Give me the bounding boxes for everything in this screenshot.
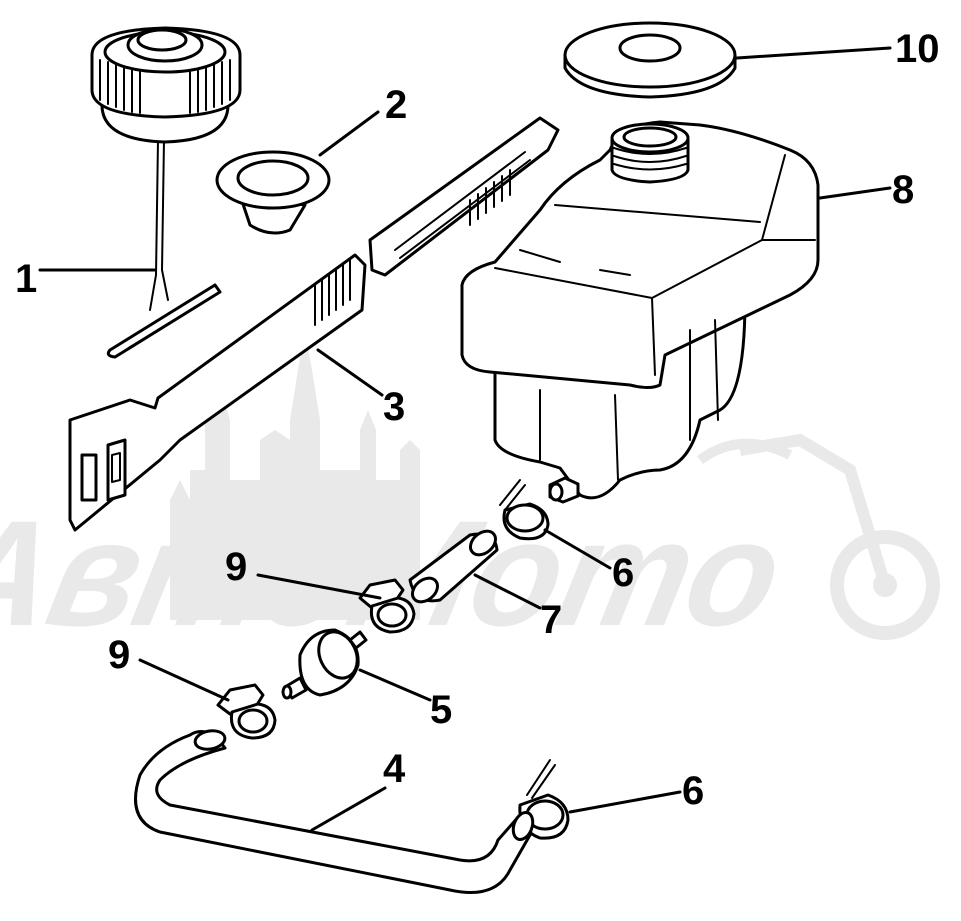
leader-8 [818, 186, 892, 200]
leader-9b [138, 658, 230, 702]
leader-5 [358, 668, 432, 702]
part-grommet [215, 150, 331, 235]
label-9b: 9 [108, 633, 130, 677]
watermark-skyline [170, 330, 420, 620]
label-2: 2 [385, 83, 407, 127]
leader-lines [38, 46, 892, 832]
part-hose-clamp-upper [499, 479, 550, 541]
label-10: 10 [895, 27, 940, 71]
part-spring-clamp-upper [358, 578, 416, 634]
leader-4 [310, 786, 387, 832]
part-labels: 1 2 3 4 5 6 6 7 8 9 9 10 [15, 27, 940, 813]
leader-6a [543, 528, 612, 570]
leader-3 [316, 348, 384, 397]
leader-7 [473, 573, 542, 610]
label-4: 4 [383, 747, 406, 791]
label-6b: 6 [682, 769, 704, 813]
part-fuel-cap-dipstick [90, 26, 242, 359]
label-5: 5 [430, 688, 452, 732]
label-8: 8 [892, 168, 914, 212]
label-3: 3 [383, 385, 405, 429]
leader-10 [735, 46, 892, 60]
part-hose-long [134, 729, 535, 894]
part-fuel-filter [281, 628, 368, 700]
label-9a: 9 [225, 545, 247, 589]
label-1: 1 [15, 257, 37, 301]
watermark: АвтоМото [0, 330, 940, 658]
label-6a: 6 [612, 551, 634, 595]
leader-9a [256, 573, 382, 600]
leader-2 [318, 110, 380, 157]
part-strap [68, 116, 560, 532]
watermark-motorcycle [697, 433, 940, 640]
leader-6b [568, 790, 682, 814]
part-hose-short [408, 529, 499, 604]
part-fuel-tank [460, 120, 820, 504]
part-washer [563, 21, 737, 99]
part-spring-clamp-lower [216, 683, 277, 740]
label-7: 7 [540, 598, 562, 642]
